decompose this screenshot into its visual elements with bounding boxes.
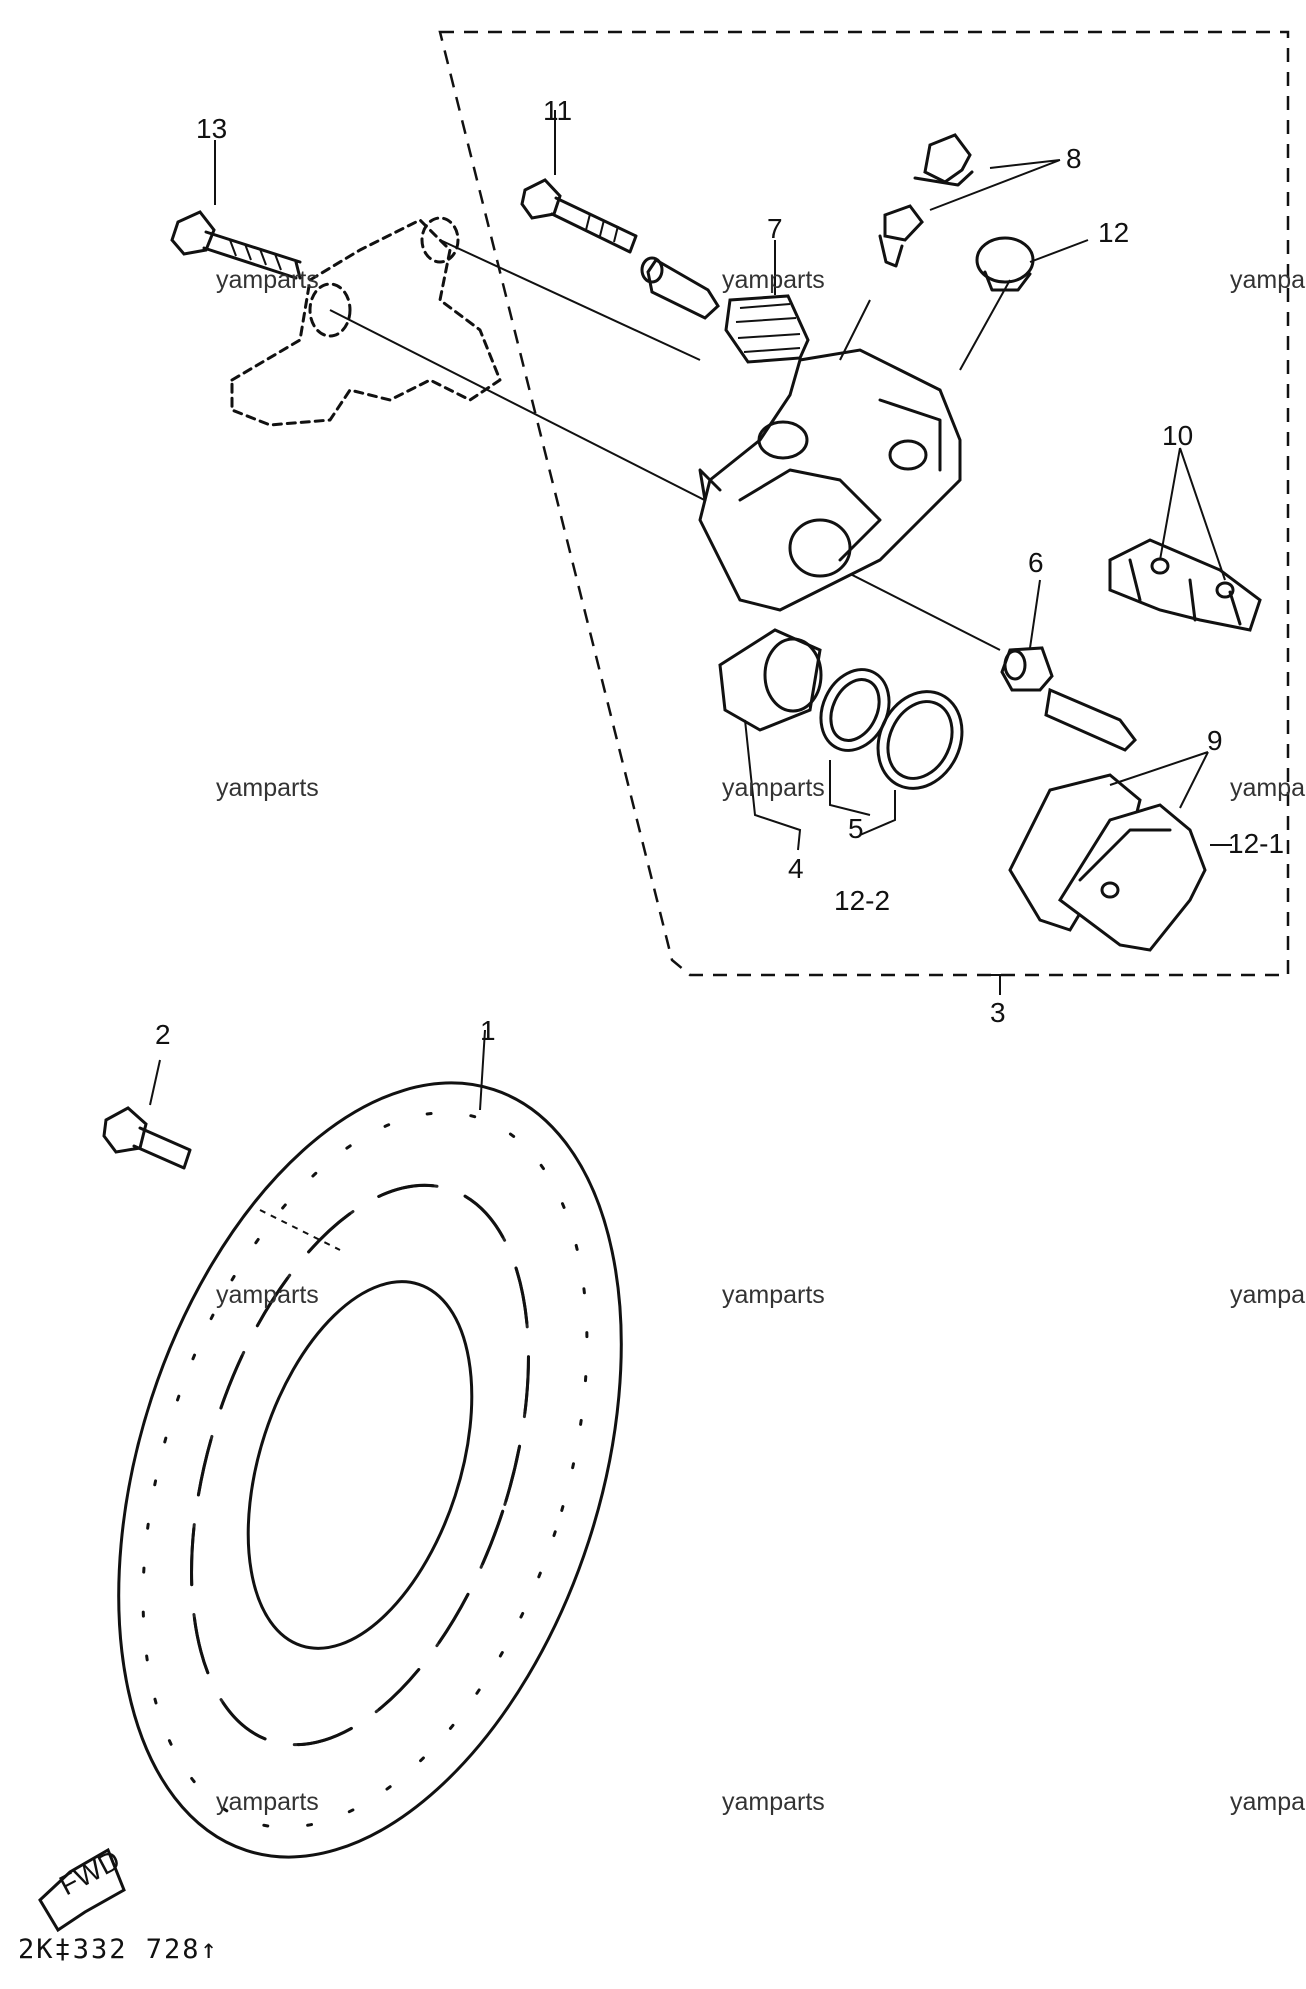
watermark: yamparts bbox=[1230, 266, 1306, 294]
watermark: yamparts bbox=[216, 1281, 319, 1309]
part-2-bolt bbox=[102, 1059, 192, 1170]
callout-5: 5 bbox=[848, 813, 864, 844]
callout-12: 12 bbox=[1098, 217, 1129, 248]
callout-2: 2 bbox=[155, 1019, 171, 1050]
part-9-brake-pads bbox=[1008, 751, 1232, 952]
part-4-piston bbox=[718, 628, 823, 851]
watermark: yamparts bbox=[1230, 774, 1306, 802]
part-13-bolt bbox=[170, 140, 302, 280]
part-12-cap bbox=[975, 236, 1089, 292]
pin-sleeve bbox=[640, 256, 720, 320]
part-6-bushing bbox=[1000, 579, 1054, 692]
part-1-brake-disc bbox=[117, 1029, 623, 1859]
watermark: yamparts bbox=[1230, 1788, 1306, 1816]
part-10-pad-spring bbox=[1108, 447, 1262, 632]
callout-6: 6 bbox=[1028, 547, 1044, 578]
callout-4: 4 bbox=[788, 853, 804, 884]
callout-11: 11 bbox=[543, 95, 572, 126]
watermark: yamparts bbox=[216, 1788, 319, 1816]
caliper-assembly-boundary bbox=[438, 30, 1290, 977]
slide-pin bbox=[1044, 687, 1137, 752]
caliper-body bbox=[698, 279, 1011, 612]
callout-12-2: 12-2 bbox=[834, 885, 890, 916]
caliper-bracket bbox=[230, 216, 1001, 651]
watermark: yamparts bbox=[216, 774, 319, 802]
part-7-boot bbox=[724, 240, 810, 364]
drawing-code: 2K‡332 728↑ bbox=[18, 1934, 219, 1965]
callout-1: 1 bbox=[480, 1015, 496, 1046]
callout-7: 7 bbox=[767, 213, 783, 244]
watermark: yamparts bbox=[1230, 1281, 1306, 1309]
watermarks: yamparts yamparts yamparts yamparts yamp… bbox=[216, 266, 1306, 1816]
part-5-seals bbox=[819, 668, 964, 836]
callout-13: 13 bbox=[196, 113, 227, 144]
fwd-arrow: FWD bbox=[38, 1844, 126, 1933]
callout-12-1: 12-1 bbox=[1228, 828, 1284, 859]
callout-labels: 13 11 7 8 12 10 6 9 12-1 5 4 12-2 3 2 1 bbox=[155, 95, 1284, 1050]
callout-3: 3 bbox=[990, 997, 1006, 1028]
callout-10: 10 bbox=[1162, 420, 1193, 451]
part-11-bolt bbox=[520, 110, 638, 254]
callout-9: 9 bbox=[1207, 725, 1223, 756]
part-3-leader bbox=[990, 974, 1010, 995]
watermark: yamparts bbox=[216, 266, 319, 294]
watermark: yamparts bbox=[722, 1788, 825, 1816]
watermark: yamparts bbox=[722, 1281, 825, 1309]
part-8-bleed-screw bbox=[878, 133, 1061, 268]
watermark: yamparts bbox=[722, 266, 825, 294]
callout-8: 8 bbox=[1066, 143, 1082, 174]
watermark: yamparts bbox=[722, 774, 825, 802]
